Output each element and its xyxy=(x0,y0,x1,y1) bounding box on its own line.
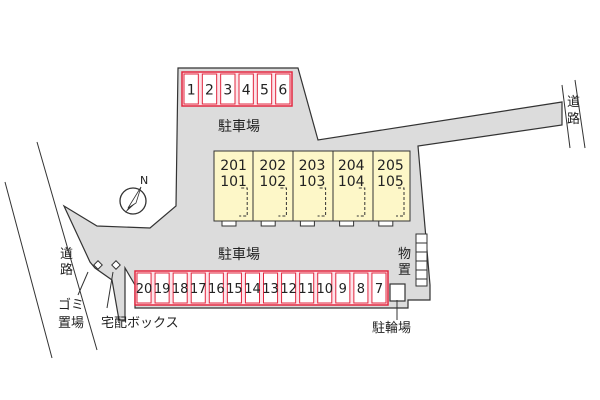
parking-top-slot-number: 1 xyxy=(187,82,196,98)
unit-lower-number: 105 xyxy=(377,174,404,190)
garbage-label: ゴミ 置場 xyxy=(58,297,88,331)
unit-partition-line xyxy=(356,187,366,217)
parking-top-row-frame xyxy=(181,71,293,107)
parking-bottom-slot-number: 18 xyxy=(172,282,189,297)
parking-top-slot xyxy=(201,73,218,105)
unit-upper-number: 204 xyxy=(338,158,365,174)
parking-bottom-slot-number: 13 xyxy=(262,282,279,297)
parking-bottom-slot xyxy=(208,272,224,304)
parking-bottom-slot xyxy=(371,272,387,304)
unit-upper-number: 203 xyxy=(299,158,326,174)
parking-top-slot-number: 3 xyxy=(223,82,232,98)
unit-upper-number: 202 xyxy=(259,158,286,174)
road-left-edge-outer xyxy=(4,181,53,359)
bicycle-parking-label: 駐輪場 xyxy=(372,320,411,336)
delivery-box-marker xyxy=(111,260,121,270)
unit-partition-line xyxy=(396,187,405,217)
parking-top-slot-number: 6 xyxy=(278,82,287,98)
road-right-edge-bottom xyxy=(574,79,586,149)
parking-bottom-slot xyxy=(335,272,351,304)
parking-bottom-slot-number: 19 xyxy=(154,282,171,297)
parking-bottom-slot xyxy=(172,272,188,304)
parking-bottom-slot-number: 9 xyxy=(339,282,347,297)
parking-bottom-slot xyxy=(136,272,152,304)
parking-top-slot xyxy=(220,73,236,105)
unit-entrance-step xyxy=(299,220,315,227)
garbage-area-marker xyxy=(93,260,103,270)
parking-top-label: 駐車場 xyxy=(218,118,260,135)
parking-bottom-slot-number: 20 xyxy=(136,282,153,297)
parking-bottom-slot xyxy=(281,272,297,304)
parking-bottom-slot xyxy=(317,272,333,304)
unit-lower-number: 101 xyxy=(220,174,247,190)
parking-bottom-slot xyxy=(244,272,261,304)
unit-entrance-step xyxy=(260,220,276,227)
parking-top-slot xyxy=(275,73,291,105)
parking-bottom-slot-number: 8 xyxy=(357,282,365,297)
unit-entrance-step xyxy=(378,220,394,227)
parking-bottom-slot xyxy=(299,272,315,304)
parking-top-slot-number: 2 xyxy=(205,82,214,98)
unit-partition-line xyxy=(239,187,248,217)
unit-partition-line xyxy=(278,187,287,217)
parking-bottom-slot-number: 16 xyxy=(208,282,225,297)
unit-partition-line xyxy=(317,187,327,217)
road-right-edge-top xyxy=(561,84,571,149)
unit-entrance-step xyxy=(221,220,237,227)
bicycle-parking xyxy=(389,283,406,302)
road-left-label: 道 路 xyxy=(60,247,77,278)
parking-bottom-slot xyxy=(190,272,206,304)
parking-top-slot-number: 4 xyxy=(242,82,251,98)
north-label: N xyxy=(140,174,148,187)
unit-entrance-step xyxy=(339,220,355,227)
delivery-box-label: 宅配ボックス xyxy=(101,316,179,331)
parking-bottom-slot xyxy=(154,272,170,304)
parking-bottom-label: 駐車場 xyxy=(218,246,260,263)
storage-shed xyxy=(415,233,428,287)
parking-top-slot xyxy=(238,73,254,105)
building xyxy=(213,150,411,227)
storage-label: 物 置 xyxy=(398,247,415,278)
parking-top-slot xyxy=(256,73,273,105)
parking-bottom-slot-number: 11 xyxy=(298,282,315,297)
parking-bottom-slot xyxy=(263,272,279,304)
parking-bottom-slot-number: 17 xyxy=(190,282,207,297)
road-left-edge-inner xyxy=(36,141,98,351)
parking-bottom-slot xyxy=(226,272,242,304)
unit-upper-number: 201 xyxy=(220,158,247,174)
parking-bottom-slot-number: 15 xyxy=(226,282,243,297)
parking-bottom-slot-number: 14 xyxy=(244,282,261,297)
unit-lower-number: 104 xyxy=(338,174,365,190)
unit-lower-number: 103 xyxy=(299,174,326,190)
unit-lower-number: 102 xyxy=(259,174,286,190)
parking-bottom-slot xyxy=(353,272,369,304)
parking-bottom-slot-number: 10 xyxy=(316,282,333,297)
unit-upper-number: 205 xyxy=(377,158,404,174)
parking-bottom-slot-number: 7 xyxy=(375,282,383,297)
parking-bottom-slot-number: 12 xyxy=(280,282,297,297)
road-right-label: 道 路 xyxy=(567,95,584,127)
parking-top-slot-number: 5 xyxy=(260,82,269,98)
parking-top-slot xyxy=(183,73,199,105)
north-compass: N xyxy=(119,174,148,215)
